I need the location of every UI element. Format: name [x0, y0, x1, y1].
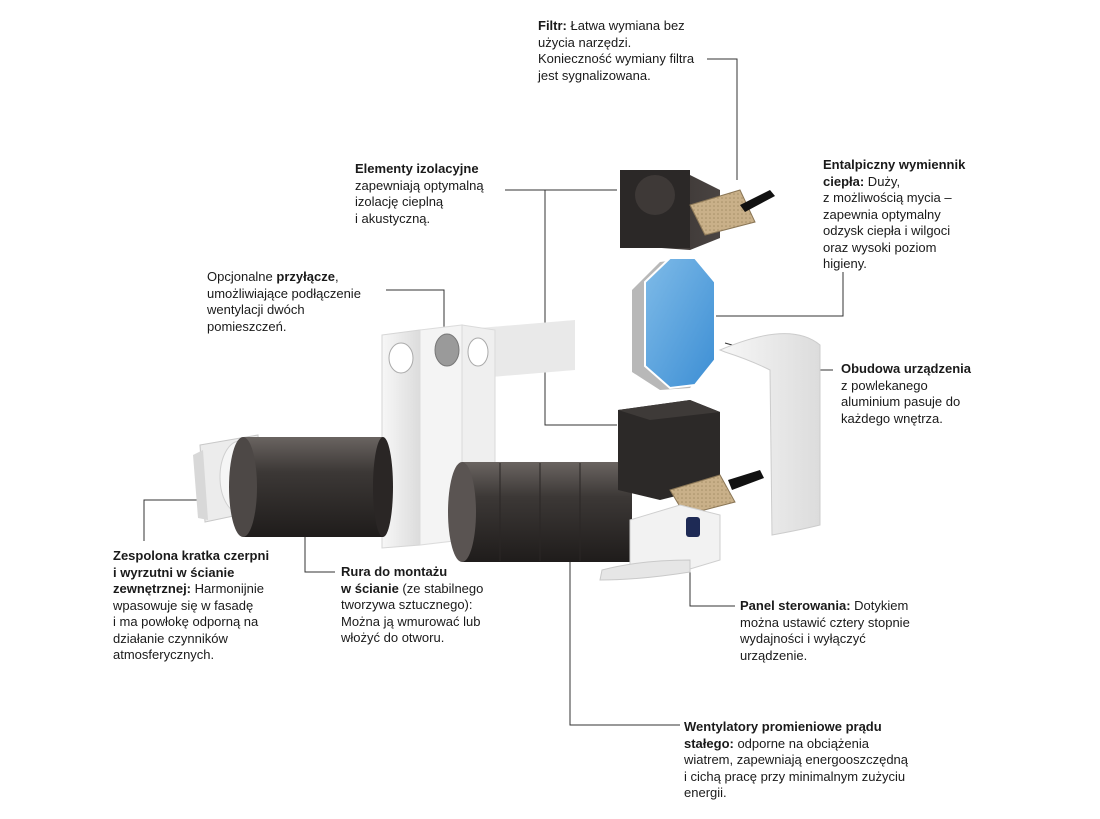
callout-connector-head: przyłącze: [276, 269, 335, 284]
callout-filter-head: Filtr:: [538, 18, 567, 33]
callout-fans-body: odporne na obciążenia wiatrem, zapewniaj…: [684, 735, 909, 801]
connector-port-icon: [434, 333, 460, 367]
callout-exchanger-body: Duży, z możliwością mycia – zapewnia opt…: [823, 173, 952, 272]
callout-insulation: Elementy izolacyjne zapewniają optymalną…: [355, 161, 484, 227]
callout-housing-head: Obudowa urządzenia: [841, 361, 972, 376]
vent-grille-icon: [388, 342, 414, 374]
callout-pipe: Rura do montażu w ścianie (ze stabilnego…: [341, 564, 483, 647]
filter-cartridge-icon: [689, 189, 756, 236]
callout-pipe-head: Rura do montażu w ścianie: [341, 564, 448, 596]
callout-grille: Zespolona kratka czerpni i wyrzutni w śc…: [113, 548, 269, 664]
callout-insulation-body: zapewniają optymalną izolację cieplną i …: [355, 177, 484, 226]
callout-connector: Opcjonalne przyłącze, umożliwiające podł…: [207, 269, 361, 335]
callout-housing: Obudowa urządzenia z powlekanego alumini…: [841, 361, 971, 427]
callout-grille-head: Zespolona kratka czerpni i wyrzutni w śc…: [113, 548, 270, 596]
callout-insulation-head: Elementy izolacyjne: [355, 161, 479, 176]
right-pipe: [448, 462, 632, 562]
control-panel-icon: [686, 517, 700, 537]
callout-filter: Filtr: Łatwa wymiana bez użycia narzędzi…: [538, 18, 694, 84]
callout-panel: Panel sterowania: Dotykiem można ustawić…: [740, 598, 910, 664]
leader-exchanger: [704, 272, 844, 317]
callout-pipe-body: (ze stabilnego tworzywa sztucznego): Moż…: [341, 580, 484, 646]
callout-fans-head: Wentylatory promieniowe prądu stałego:: [684, 719, 882, 751]
heat-exchanger: [632, 257, 716, 390]
housing-cover: [718, 333, 821, 536]
callout-exchanger: Entalpiczny wymiennik ciepła: Duży, z mo…: [823, 157, 965, 273]
callout-housing-body: z powlekanego aluminium pasuje do każdeg…: [841, 377, 961, 426]
callout-connector-pre: Opcjonalne: [207, 269, 277, 284]
leader-grille: [143, 499, 206, 541]
callout-connector-body: , umożliwiające podłączenie wentylacji d…: [207, 269, 361, 334]
callout-fans: Wentylatory promieniowe prądu stałego: o…: [684, 719, 908, 802]
leader-insulation-drop: [544, 190, 617, 426]
leader-filter: [707, 58, 738, 180]
left-pipe: [229, 437, 393, 537]
callout-filter-body: Łatwa wymiana bez użycia narzędzi. Konie…: [538, 18, 695, 83]
lower-unit: [599, 400, 764, 581]
callout-exchanger-head: Entalpiczny wymiennik ciepła:: [823, 157, 966, 189]
callout-panel-body: Dotykiem można ustawić cztery stopnie wy…: [740, 598, 910, 663]
callout-panel-head: Panel sterowania:: [740, 598, 851, 613]
leader-fans: [569, 525, 680, 726]
callout-grille-body: Harmonijnie wpasowuje się w fasadę i ma …: [113, 581, 264, 662]
upper-filter-box: [620, 170, 775, 250]
